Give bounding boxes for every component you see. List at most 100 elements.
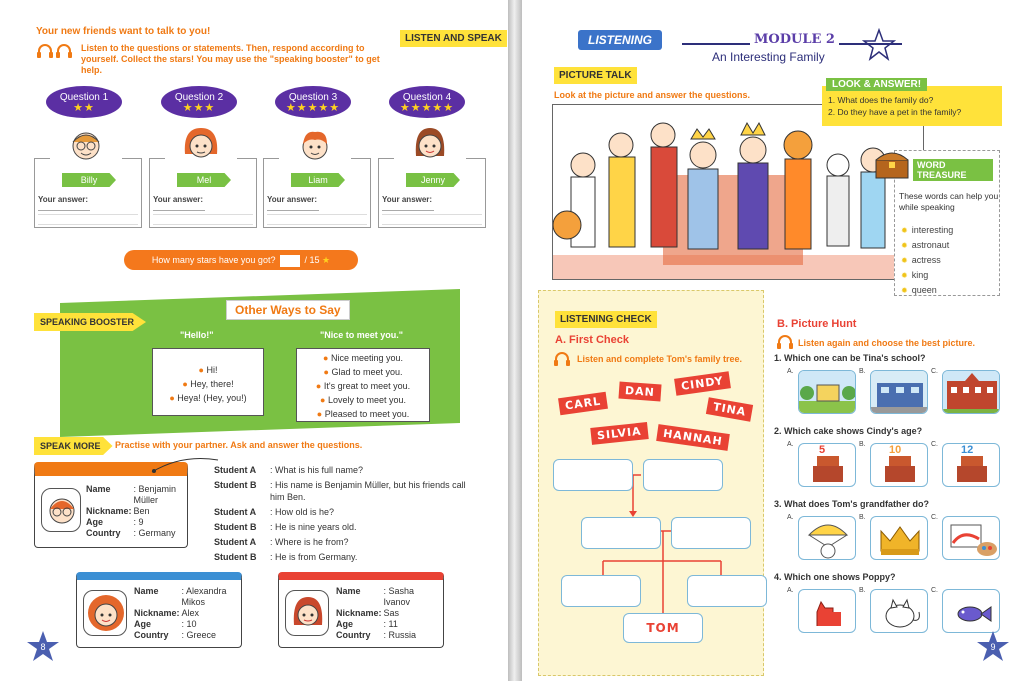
name-label-hannah[interactable]: HANNAH xyxy=(656,424,730,451)
option-q1-b[interactable] xyxy=(870,370,928,414)
look-answer-question: 1. What does the family do? xyxy=(828,95,934,105)
hunt-question-3: 3. What does Tom's grandfather do? xyxy=(774,499,929,509)
option-q2-c[interactable]: 12 xyxy=(942,443,1000,487)
option-q4-b[interactable] xyxy=(870,589,928,633)
benjamin-name: : Benjamin Müller xyxy=(133,484,177,505)
alexandra-age: : 10 xyxy=(181,619,197,629)
tree-box-parent-1[interactable] xyxy=(581,517,661,549)
nice-item: ● Nice meeting you. xyxy=(323,353,403,363)
brick-school-icon xyxy=(943,371,999,413)
outdoor-school-icon xyxy=(799,371,855,413)
hunt-question-1: 1. Which one can be Tina's school? xyxy=(774,353,926,363)
sasha-name: : Sasha Ivanov xyxy=(383,586,415,607)
star-icon: ★ xyxy=(322,255,331,265)
first-check-text: Listen and complete Tom's family tree. xyxy=(577,354,743,364)
dog-icon xyxy=(816,600,841,626)
girl-red-bob-icon xyxy=(293,597,323,626)
word-item: ✹king xyxy=(901,270,929,280)
name-label-dan[interactable]: DAN xyxy=(618,381,662,402)
hunt-question-4: 4. Which one shows Poppy? xyxy=(774,572,896,582)
nice-item: ● Lovely to meet you. xyxy=(320,395,406,405)
left-page: Your new friends want to talk to you! LI… xyxy=(0,0,508,681)
headphones-icon xyxy=(36,42,74,60)
word-treasure-box: WORD TREASURE These words can help you w… xyxy=(894,150,1000,296)
benjamin-card: Name: Benjamin Müller Nickname: Ben Age:… xyxy=(34,462,188,548)
picture-talk-tag: PICTURE TALK xyxy=(554,67,637,84)
option-q2-a[interactable]: 5 xyxy=(798,443,856,487)
name-label-silvia[interactable]: SILVIA xyxy=(590,422,649,445)
tree-box-grandparent-2[interactable] xyxy=(643,459,723,491)
cake-number-c: 12 xyxy=(961,444,974,456)
option-q4-c[interactable] xyxy=(942,589,1000,633)
boy-glasses-icon xyxy=(49,498,75,524)
astronaut-parachute-icon xyxy=(807,524,849,559)
answer-blank[interactable] xyxy=(382,210,434,211)
listening-check-panel: LISTENING CHECK A. First Check Listen an… xyxy=(538,290,767,676)
birthday-cake-icon xyxy=(957,456,987,482)
star-icon xyxy=(27,631,59,661)
nice-item: ● Pleased to meet you. xyxy=(316,409,410,419)
book-spine xyxy=(508,0,522,681)
word-item: ✹interesting xyxy=(901,225,954,235)
look-answer-question: 2. Do they have a pet in the family? xyxy=(828,107,962,117)
name-liam: Liam xyxy=(291,173,345,187)
answer-label: Your answer: xyxy=(267,195,318,204)
page-number-left: 8 xyxy=(26,630,60,664)
look-answer-title: LOOK & ANSWER! xyxy=(826,78,928,91)
answer-blank[interactable] xyxy=(38,210,90,211)
option-q1-a[interactable] xyxy=(798,370,856,414)
picture-hunt-title: B. Picture Hunt xyxy=(777,318,857,330)
answer-blank[interactable] xyxy=(267,210,319,211)
option-q4-a[interactable] xyxy=(798,589,856,633)
module-title: MODULE 2 xyxy=(750,32,839,47)
stars-count-input[interactable] xyxy=(279,254,300,267)
alexandra-country: : Greece xyxy=(181,630,217,640)
hello-item: ● Heya! (Hey, you!) xyxy=(169,393,247,403)
dialog-line: Student A: Where is he from? xyxy=(214,537,349,547)
nice-item: ● It's great to meet you. xyxy=(315,381,411,391)
nice-item: ● Glad to meet you. xyxy=(323,367,403,377)
listening-tag: LISTENING xyxy=(578,30,663,50)
option-q2-b[interactable]: 10 xyxy=(870,443,928,487)
cake-number-b: 10 xyxy=(889,444,902,456)
question-2-bubble[interactable]: Question 2★★★ xyxy=(161,86,237,118)
question-1-bubble[interactable]: Question 1★★ xyxy=(46,86,122,118)
name-billy: Billy xyxy=(62,173,116,187)
answer-blank[interactable] xyxy=(153,210,205,211)
question-4-bubble[interactable]: Question 4★★★★★ xyxy=(389,86,465,118)
name-label-carl[interactable]: CARL xyxy=(558,391,609,416)
birthday-cake-icon xyxy=(885,456,915,482)
fish-icon xyxy=(957,606,992,622)
headphones-icon xyxy=(777,335,793,349)
sasha-country: : Russia xyxy=(383,630,417,640)
word-item: ✹actress xyxy=(901,255,941,265)
sasha-card: Name: Sasha Ivanov Nickname: Sas Age: 11… xyxy=(278,572,444,648)
word-item: ✹astronaut xyxy=(901,240,950,250)
dialog-line: Student A: What is his full name? xyxy=(214,465,364,475)
boy-ginger-icon xyxy=(302,131,328,160)
option-q3-c[interactable] xyxy=(942,516,1000,560)
cat-icon xyxy=(885,598,920,628)
listening-check-tag: LISTENING CHECK xyxy=(555,311,657,328)
hello-item: ● Hey, there! xyxy=(182,379,234,389)
dialog: Student A: What is his full name? Studen… xyxy=(214,464,470,563)
option-q3-a[interactable] xyxy=(798,516,856,560)
question-3-bubble[interactable]: Question 3★★★★★ xyxy=(275,86,351,118)
tree-box-sibling-1[interactable] xyxy=(561,575,641,607)
name-label-tina[interactable]: TINA xyxy=(705,397,754,422)
name-label-cindy[interactable]: CINDY xyxy=(674,371,731,396)
benjamin-country: : Germany xyxy=(133,528,176,538)
word-item: ✹queen xyxy=(901,285,937,295)
tree-box-sibling-2[interactable] xyxy=(687,575,767,607)
modern-school-icon xyxy=(871,371,927,413)
tree-box-grandparent-1[interactable] xyxy=(553,459,633,491)
option-q3-b[interactable] xyxy=(870,516,928,560)
word-treasure-title: WORD TREASURE xyxy=(913,159,993,181)
option-q1-c[interactable] xyxy=(942,370,1000,414)
nice-panel: ● Nice meeting you. ● Glad to meet you. … xyxy=(296,348,430,422)
painting-palette-icon xyxy=(950,524,997,556)
crown-icon xyxy=(880,526,920,555)
family-illustration-icon xyxy=(552,121,923,279)
intro-title: Your new friends want to talk to you! xyxy=(36,26,211,37)
tree-box-parent-2[interactable] xyxy=(671,517,751,549)
